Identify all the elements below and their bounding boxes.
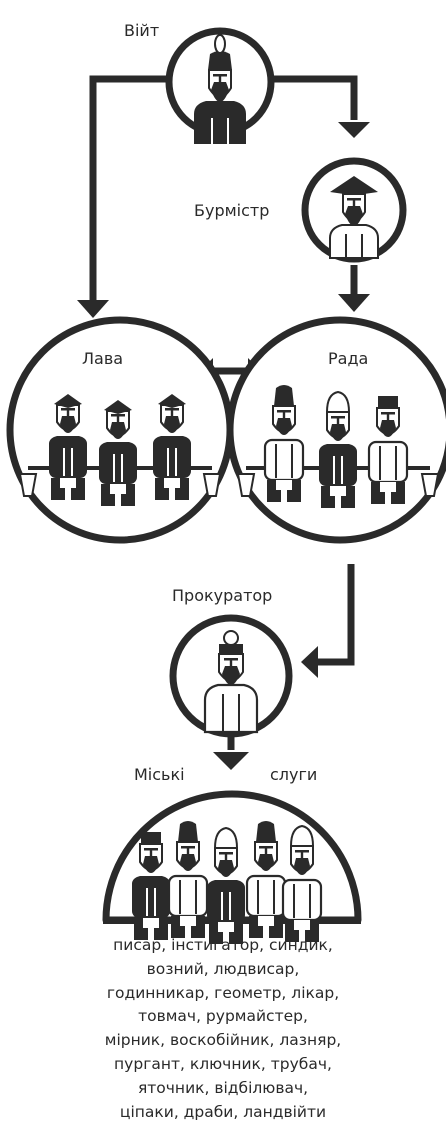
arrow-rada-to-prokurator xyxy=(316,564,355,666)
prokurator-node xyxy=(169,614,293,738)
arrows xyxy=(89,75,358,750)
label-rada: Рада xyxy=(328,349,369,368)
servants-line: товмач, рурмайстер, xyxy=(138,1007,308,1026)
label-voit: Війт xyxy=(124,21,160,40)
rada-node xyxy=(226,316,446,544)
servants-line: возний, людвисар, xyxy=(146,959,300,978)
servants-line: писар, інстигатор, синдик, xyxy=(113,936,333,954)
arrow-voit-to-burmistr xyxy=(272,75,358,120)
servants-line: яточник, відбілювач, xyxy=(137,1078,309,1097)
burmistr-node xyxy=(301,157,407,263)
label-prokurator: Прокуратор xyxy=(172,586,273,605)
servants-list: писар, інстигатор, синдик, возний, людви… xyxy=(0,934,446,1124)
servants-line: мірник, воскобійник, лазняр, xyxy=(104,1031,342,1050)
arrow-voit-to-lava xyxy=(89,75,168,300)
servants-node xyxy=(102,790,362,945)
servants-line: ціпаки, драби, ландвійти xyxy=(119,1102,327,1121)
label-miski: Міські xyxy=(134,765,185,784)
label-burmistr: Бурмістр xyxy=(194,201,270,220)
servants-line: пургант, ключник, трубач, xyxy=(114,1054,332,1073)
label-slugy: слуги xyxy=(270,765,318,784)
servants-line: годинникар, геометр, лікар, xyxy=(106,983,340,1002)
voit-node xyxy=(165,27,275,144)
label-lava: Лава xyxy=(82,349,124,368)
